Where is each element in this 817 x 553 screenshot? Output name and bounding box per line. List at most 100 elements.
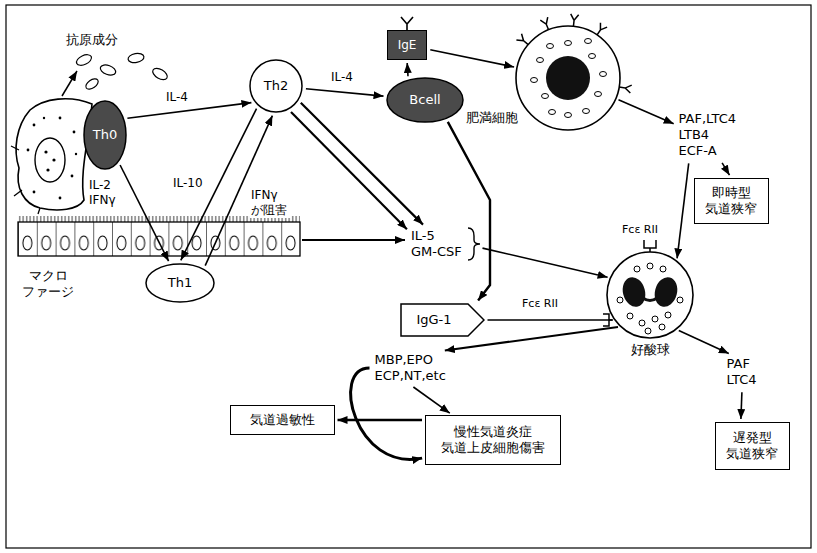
cytokine-list: IL-5 GM-CSF <box>409 227 465 262</box>
mast-cell-illustration <box>595 92 602 97</box>
receptor-label: Fcε RII <box>522 297 558 311</box>
node-label: IL-5 GM-CSF <box>411 228 463 261</box>
mast-cell-illustration <box>516 14 632 130</box>
mast-cell-illustration <box>516 14 631 93</box>
connector-arrow <box>306 89 384 96</box>
mediator-list: PAF,LTC4 LTB4 ECF-A <box>677 110 740 161</box>
edge-label: IL-4 <box>330 70 354 85</box>
edge-label: IL-2 IFNγ <box>88 178 120 208</box>
connector-arrow <box>722 163 729 175</box>
mast-cell-illustration <box>516 34 530 48</box>
mast-cell-illustration <box>549 110 556 115</box>
eosinophil: 好酸球 <box>600 240 700 360</box>
mast-cell-illustration <box>585 39 592 44</box>
macrophage-illustration <box>27 149 30 152</box>
antigen-particles <box>84 77 100 92</box>
macrophage-illustration <box>73 131 76 134</box>
igg-box: IgG-1 <box>400 303 485 337</box>
mast-cell-illustration <box>594 23 607 37</box>
macrophage-illustration <box>33 124 36 127</box>
outcome-box: 慢性気道炎症 気道上皮細胞傷害 <box>425 415 561 465</box>
macrophage-illustration <box>33 191 36 194</box>
outcome-box: 気道過敏性 <box>230 405 335 435</box>
outer-frame <box>6 5 811 548</box>
mast-cell-illustration <box>569 14 578 27</box>
antigen-particles <box>75 53 93 68</box>
node-label: 気道過敏性 <box>250 412 315 428</box>
mast-cell: 肥満細胞 <box>460 20 625 135</box>
eosinophil-illustration <box>603 240 693 338</box>
antigen-particles <box>99 63 117 77</box>
antigen-particles <box>75 52 169 91</box>
node-label: PAF LTC4 <box>727 356 758 389</box>
ige-antibody <box>401 17 413 30</box>
mast-cell-illustration <box>583 109 590 114</box>
eosinophil-illustration <box>660 266 666 272</box>
node-outline <box>84 101 126 169</box>
epithelium-to-cytokine-arrow <box>302 239 405 241</box>
node-label: Th2 <box>264 78 288 94</box>
connector-arrow <box>291 112 407 229</box>
node-label: マクロ ファージ <box>22 268 75 301</box>
eosinophil-illustration <box>651 275 680 310</box>
macrophage-illustration <box>11 99 92 214</box>
outcome-box: 遅発型 気道狭窄 <box>715 422 790 470</box>
mast-cell-illustration <box>600 72 607 77</box>
node-label: 遅発型 気道狭窄 <box>726 430 779 463</box>
mast-cell-illustration <box>540 17 552 31</box>
node-label: 慢性気道炎症 気道上皮細胞傷害 <box>441 424 546 457</box>
connector-arrow <box>127 103 251 119</box>
mast-cell-illustration <box>619 83 632 93</box>
connector-arrow <box>406 63 408 76</box>
mediator-list: PAF LTC4 <box>725 355 760 390</box>
mast-cell-illustration <box>531 78 538 83</box>
node-label: Th1 <box>168 275 192 291</box>
airway-epithelium <box>18 216 300 256</box>
node-outline <box>146 264 214 302</box>
connector-arrow <box>483 248 608 277</box>
node-label: 肥満細胞 <box>466 110 518 126</box>
node-label: IgG-1 <box>416 312 451 328</box>
antigen-label: 抗原成分 <box>66 32 118 48</box>
airway-epithelium <box>18 222 300 256</box>
mast-cell-illustration <box>542 94 549 99</box>
eosinophil-illustration <box>665 312 671 318</box>
edge-label: IFNγ が阻害 <box>250 188 291 218</box>
macrophage-illustration <box>46 168 49 171</box>
node-outline <box>387 78 463 122</box>
mast-cell-illustration <box>619 83 632 93</box>
macrophage-illustration <box>43 117 45 119</box>
eosinophil-illustration <box>627 313 633 319</box>
ige-box: IgE <box>387 30 428 60</box>
macrophage-illustration <box>59 197 62 200</box>
connector-arrow <box>679 330 729 353</box>
mast-cell-illustration <box>546 56 590 100</box>
edge-label: IL-10 <box>172 176 204 191</box>
b-cell: Bcell <box>386 77 464 123</box>
macrophage-illustration <box>52 158 55 161</box>
connector-arrow <box>488 319 613 321</box>
eosinophil-illustration <box>645 328 651 334</box>
node-outline <box>250 60 302 112</box>
antigen-particles <box>127 52 144 64</box>
eosinophil-illustration <box>652 316 658 322</box>
eosinophil-illustration <box>617 297 623 303</box>
macrophage-illustration <box>59 117 62 120</box>
macrophage-illustration <box>27 117 78 200</box>
node-outline <box>401 304 484 336</box>
th1-cell: Th1 <box>145 263 215 303</box>
connector-arrow <box>619 100 674 124</box>
eosinophil-illustration <box>659 324 665 330</box>
receptor-label: Fcε RII <box>622 223 658 237</box>
connector-arrow <box>430 50 514 67</box>
eosinophil-illustration <box>677 297 683 303</box>
node-label: PAF,LTC4 LTB4 ECF-A <box>679 111 738 160</box>
mast-cell-illustration <box>537 58 544 63</box>
macrophage-illustration <box>35 138 65 182</box>
edge-label: IL-4 <box>165 90 189 105</box>
eosinophil-illustration <box>639 320 645 326</box>
node-label: 即時型 気道狭窄 <box>705 185 758 218</box>
connector-arrow <box>741 392 742 419</box>
mast-cell-illustration <box>589 54 596 59</box>
mast-cell-illustration <box>516 34 530 48</box>
